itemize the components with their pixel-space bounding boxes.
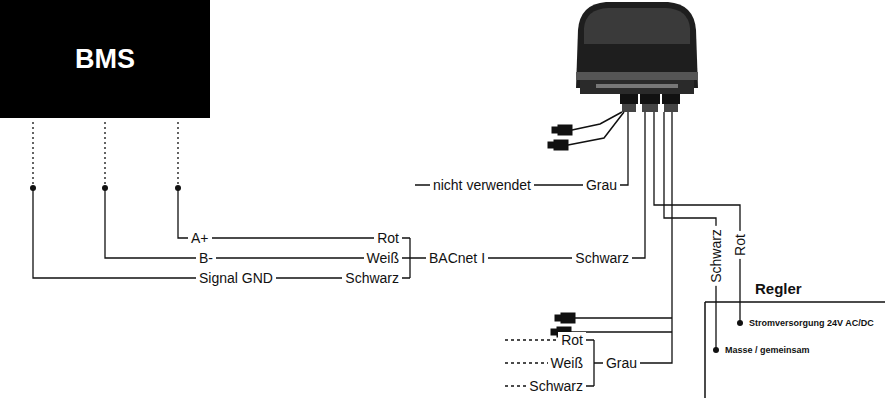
signal-name: B- [196,250,216,266]
controller-name: Regler [752,280,805,297]
wire-colour: Rot [732,231,748,259]
signal-name: A+ [188,230,212,246]
bms-leads [33,112,645,278]
cable-colour: Grau [603,355,640,371]
cable-colour: Grau [583,177,620,193]
controller-outline [705,302,885,398]
wire-colour: Schwarz [526,378,586,394]
terminal-name: Masse / gemeinsam [722,345,813,356]
terminal-name: Stromversorgung 24V AC/DC [746,318,877,329]
wire-colour: Schwarz [708,226,724,286]
bus-name: BACnet I [426,250,488,266]
wire-colour: Rot [558,332,586,348]
wire-colour: Weiß [364,250,402,266]
note: nicht verwendet [430,177,534,193]
cable-colour: Schwarz [572,250,632,266]
signal-name: Signal GND [196,270,276,286]
wire-colour: Rot [374,230,402,246]
box-title: BMS [75,44,135,75]
wire-colour: Weiß [548,355,586,371]
wire-colour: Schwarz [342,270,402,286]
lead-dots [30,185,743,353]
bms-box: BMS [0,0,210,118]
device-wires [415,112,740,386]
device-illustration [576,2,698,112]
